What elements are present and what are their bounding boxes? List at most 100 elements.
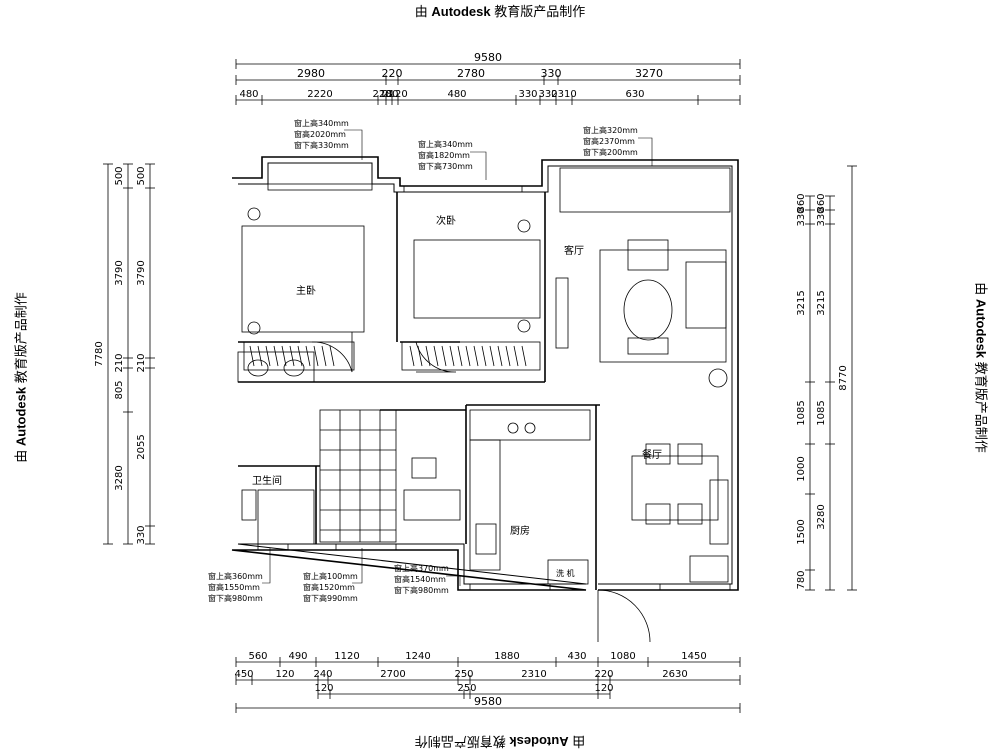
dining-furniture	[631, 443, 729, 583]
desk	[403, 489, 461, 521]
watermark-suffix: 教育版产品制作	[494, 4, 586, 19]
living-rug	[599, 249, 727, 363]
stove-burner-2	[524, 422, 536, 434]
dim-top-total-label: 9580	[474, 51, 502, 64]
window-living	[559, 167, 731, 213]
dim-top-row3-label: 2120	[382, 89, 407, 100]
walls	[231, 156, 739, 591]
dim-bottom-total-label: 9580	[474, 695, 502, 708]
entrance-door	[597, 589, 651, 643]
note-living-3: 窗下高200mm	[583, 147, 638, 157]
note-mid-3: 窗下高990mm	[303, 593, 358, 603]
dim-bottom-row1-label: 430	[567, 651, 586, 662]
dim-bottom-row1-label: 1080	[610, 651, 635, 662]
note-mid-2: 窗高1520mm	[303, 582, 355, 592]
dim-bottom-row2-label: 240	[313, 669, 332, 680]
dim-right-row2-label: 330	[796, 207, 807, 226]
washer-label: 洗 机	[556, 568, 575, 578]
dim-top-row3-label: 180	[379, 89, 398, 100]
double-vanity	[237, 351, 315, 383]
floor-pattern	[320, 410, 396, 542]
patterned-floor	[319, 409, 397, 543]
dim-right-row2-label: 1085	[796, 400, 807, 425]
kitchen-counter-top	[469, 409, 591, 441]
dim-bottom-row2-label: 250	[454, 669, 473, 680]
window-master	[267, 183, 373, 191]
dimension-lines	[103, 59, 857, 713]
dim-right-row3-label: 1085	[816, 400, 827, 425]
dim-right-row3-label: 3280	[816, 504, 827, 529]
dim-right-row2-label: 1000	[796, 456, 807, 481]
dim-right-total-label: 8770	[838, 365, 849, 390]
dim-bottom-row3-label: 120	[594, 683, 613, 694]
dim-right-row3-label: 3215	[816, 290, 827, 315]
kitchen-counter-left	[469, 439, 501, 571]
watermark-prefix: 由	[414, 4, 428, 19]
washer-box	[547, 559, 589, 585]
dim-right-row2-label: 780	[796, 570, 807, 589]
living-plant	[708, 368, 728, 388]
dim-right-row3-label: 330	[816, 207, 827, 226]
dim-right-row2-label: 860	[796, 193, 807, 212]
window-dining	[659, 583, 731, 591]
dim-left-row2-label: 3280	[114, 465, 125, 490]
note-second-2: 窗高1820mm	[418, 150, 470, 160]
kitchen-fixtures	[469, 409, 591, 585]
note-bath-1: 窗上高360mm	[208, 571, 263, 581]
master-wardrobe-hanger	[249, 345, 335, 367]
second-lamp-1	[517, 219, 531, 233]
second-wardrobe-hanger	[409, 345, 527, 367]
dining-sideboard	[709, 479, 729, 545]
dim-top-row3-label: 2310	[551, 89, 576, 100]
dining-chair-3	[645, 503, 671, 525]
room-label-dining: 餐厅	[642, 448, 662, 461]
note-master-2: 窗高2020mm	[294, 129, 346, 139]
dining-chair-2	[677, 443, 703, 465]
dim-left-total-label: 7780	[94, 341, 105, 366]
dim-left-row2-label: 210	[114, 353, 125, 372]
fridge	[689, 555, 729, 583]
dim-left-row3-label: 500	[136, 166, 147, 185]
dim-top-row3-label: 220	[372, 89, 391, 100]
note-master-3: 窗下高330mm	[294, 140, 349, 150]
window-notes: 窗上高340mm 窗高2020mm 窗下高330mm 窗上高340mm 窗高18…	[208, 118, 638, 603]
dim-left-row2-label: 3790	[114, 260, 125, 285]
dim-bottom-row2-label: 2310	[521, 669, 546, 680]
bathroom-fixtures	[237, 351, 315, 545]
second-lamp-2	[517, 319, 531, 333]
dim-bottom-row1-label: 1880	[494, 651, 519, 662]
dim-top-row2-label: 330	[541, 67, 562, 80]
watermark-top: 由 Autodesk 教育版产品制作	[0, 1, 1000, 20]
dim-top-row2-label: 3270	[635, 67, 663, 80]
entrance-door-swing	[597, 589, 651, 643]
dim-bottom-row2-label: 120	[275, 669, 294, 680]
dim-bottom-row1-label: 1240	[405, 651, 430, 662]
dim-left-row3-label: 3790	[136, 260, 147, 285]
room-label-living: 客厅	[564, 244, 584, 257]
room-label-second: 次卧	[436, 214, 456, 227]
dim-right-row2-label: 3215	[796, 290, 807, 315]
dim-bottom-row1-label: 560	[248, 651, 267, 662]
room-label-bath: 卫生间	[252, 474, 282, 487]
dim-top-row3-label: 480	[447, 89, 466, 100]
note-living-2: 窗高2370mm	[583, 136, 635, 146]
master-door-swing	[311, 332, 353, 373]
dim-bottom-row3-label: 120	[314, 683, 333, 694]
master-nightstand-lamp-1	[247, 207, 261, 221]
dining-table	[631, 455, 719, 521]
window-note-leaders	[262, 129, 653, 586]
dim-left-row2-label: 805	[114, 380, 125, 399]
window-mid	[335, 543, 397, 551]
dim-left-row2-label: 500	[114, 166, 125, 185]
dim-top-row2-label: 2780	[457, 67, 485, 80]
note-kitchen-2: 窗高1540mm	[394, 574, 446, 584]
second-bedroom-furniture	[401, 219, 541, 373]
dim-bottom-row1-label: 1120	[334, 651, 359, 662]
note-second-3: 窗下高730mm	[418, 161, 473, 171]
stove-burner-1	[507, 422, 519, 434]
mid-area	[319, 409, 461, 543]
window-second	[403, 185, 523, 193]
second-door-swing	[415, 341, 457, 373]
